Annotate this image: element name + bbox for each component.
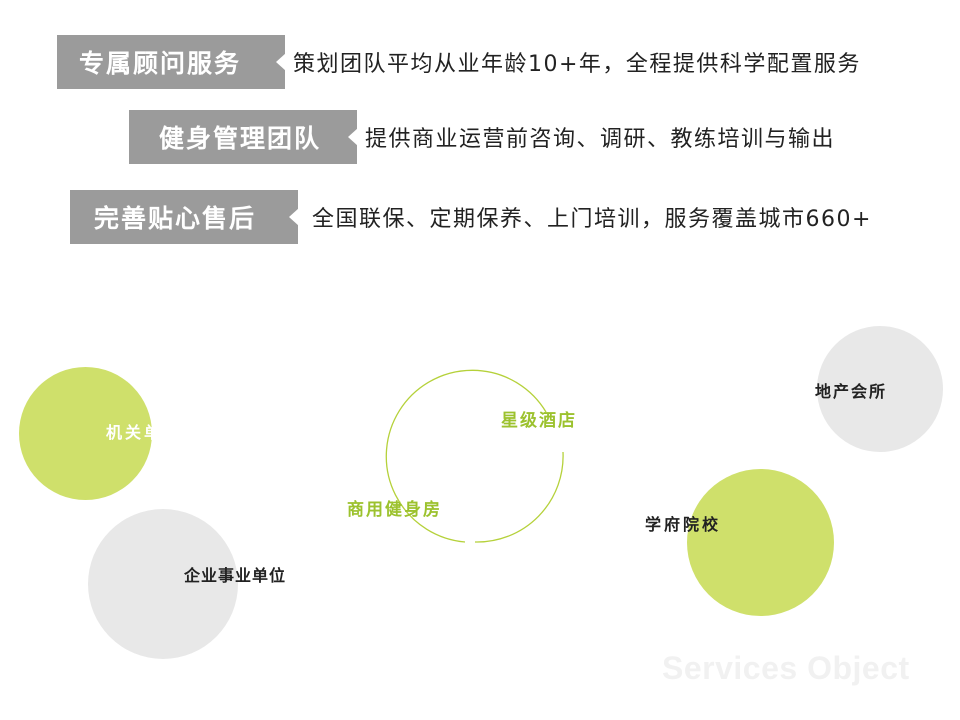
service-tag: 专属顾问服务 [57,35,286,89]
arrow-notch-icon [348,128,358,146]
service-description: 全国联保、定期保养、上门培训，服务覆盖城市660+ [312,207,872,232]
service-tag: 完善贴心售后 [70,190,299,244]
service-row-management: 健身管理团队 提供商业运营前咨询、调研、教练培训与输出 [129,110,835,164]
service-tag: 健身管理团队 [129,110,358,164]
arrow-notch-icon [276,53,286,71]
enterprise-circle [88,509,238,659]
government-label: 机关单位 [106,423,183,442]
service-title: 专属顾问服务 [79,49,242,78]
real-estate-label: 地产会所 [815,382,888,401]
ring-arc-outer [385,369,547,543]
service-title: 健身管理团队 [159,124,322,153]
commercial-gym-label: 商用健身房 [347,500,442,520]
school-label: 学府院校 [645,515,722,534]
service-row-aftersales: 完善贴心售后 全国联保、定期保养、上门培训，服务覆盖城市660+ [70,190,872,244]
government-circle [19,367,152,500]
hotel-label: 星级酒店 [501,411,577,431]
real-estate-circle [817,326,943,452]
school-circle [687,469,834,616]
hotel-gym-ring [385,369,564,543]
arrow-notch-icon [289,208,299,226]
watermark-text: Services Object [662,650,910,686]
ring-arc-inner [474,451,564,543]
service-row-advisor: 专属顾问服务 策划团队平均从业年龄10+年，全程提供科学配置服务 [57,35,861,89]
service-description: 策划团队平均从业年龄10+年，全程提供科学配置服务 [293,52,861,77]
service-title: 完善贴心售后 [94,204,257,233]
enterprise-label: 企业事业单位 [184,566,287,585]
service-description: 提供商业运营前咨询、调研、教练培训与输出 [365,127,836,152]
